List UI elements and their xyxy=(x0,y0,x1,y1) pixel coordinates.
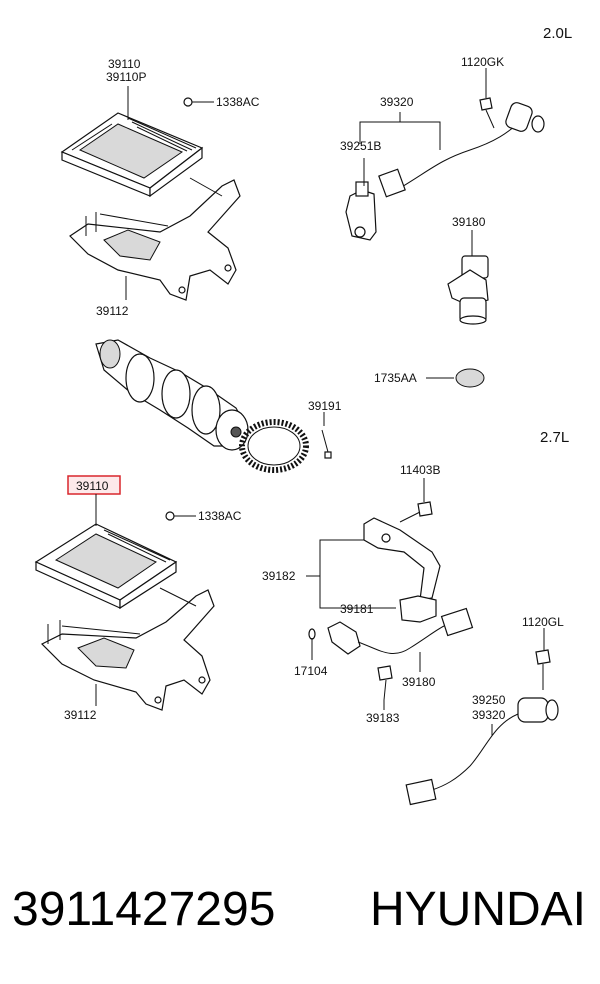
bolt-11403b[interactable] xyxy=(399,501,433,523)
bolt-bottom-1338ac[interactable] xyxy=(165,511,196,521)
label-39112-bottom: 39112 xyxy=(64,708,97,722)
bolt-39183[interactable] xyxy=(377,665,393,701)
label-39251b: 39251B xyxy=(340,139,381,153)
ecu-bracket-top[interactable] xyxy=(69,177,241,301)
label-39110p: 39110P xyxy=(106,70,146,84)
knock-sensor-bottom[interactable] xyxy=(405,697,559,806)
label-17104: 17104 xyxy=(294,664,328,678)
label-39320-bottom: 39320 xyxy=(472,708,506,722)
label-39320-top: 39320 xyxy=(380,95,414,109)
label-39183: 39183 xyxy=(366,711,400,725)
highlight-box-39110 xyxy=(67,475,121,495)
label-39110: 39110 xyxy=(108,57,141,71)
sensor-bracket-top-39251b[interactable] xyxy=(345,181,377,241)
label-39191: 39191 xyxy=(308,399,342,413)
crankshaft[interactable] xyxy=(95,339,249,451)
sensor-bracket-39181[interactable] xyxy=(399,595,437,623)
label-39180-bottom: 39180 xyxy=(402,675,436,689)
section-label-2-0l: 2.0L xyxy=(543,25,572,42)
sensor-bracket-39182[interactable] xyxy=(363,517,441,601)
label-39110-highlighted: 39110 xyxy=(76,479,109,493)
target-wheel[interactable] xyxy=(239,419,309,473)
cam-sensor-bottom-39180[interactable] xyxy=(308,607,474,655)
section-label-2-7l: 2.7L xyxy=(540,429,569,446)
ecu-module-top[interactable] xyxy=(60,112,204,198)
label-1338ac-top: 1338AC xyxy=(216,95,260,109)
bolt-top-1338ac[interactable] xyxy=(183,97,214,107)
cam-sensor-top-39180[interactable] xyxy=(447,255,489,325)
label-39182: 39182 xyxy=(262,569,296,583)
label-1735aa: 1735AA xyxy=(374,371,417,385)
label-1120gl: 1120GL xyxy=(522,615,564,629)
label-39181: 39181 xyxy=(340,602,374,616)
brand-name: HYUNDAI xyxy=(369,883,586,936)
footer-caption: 3911427295 HYUNDAI xyxy=(0,870,600,950)
knock-sensor-bolt-1120gk[interactable] xyxy=(479,97,495,129)
label-39112-top: 39112 xyxy=(96,304,129,318)
label-11403b: 11403B xyxy=(400,463,440,477)
part-number: 3911427295 xyxy=(12,883,276,936)
label-1120gk: 1120GK xyxy=(461,55,504,69)
label-39180-top: 39180 xyxy=(452,215,486,229)
target-wheel-bolt-39191[interactable] xyxy=(321,429,332,459)
ecu-bracket-bottom[interactable] xyxy=(40,587,215,711)
label-39250: 39250 xyxy=(472,693,506,707)
ecu-module-bottom[interactable] xyxy=(34,523,178,610)
parts-diagram: 2.0L 2.7L xyxy=(34,25,572,806)
label-1338ac-bottom: 1338AC xyxy=(198,509,242,523)
knock-sensor-bolt-1120gl[interactable] xyxy=(535,649,551,690)
plug-1735aa[interactable] xyxy=(455,368,485,388)
knock-sensor-harness-top[interactable] xyxy=(378,101,545,198)
